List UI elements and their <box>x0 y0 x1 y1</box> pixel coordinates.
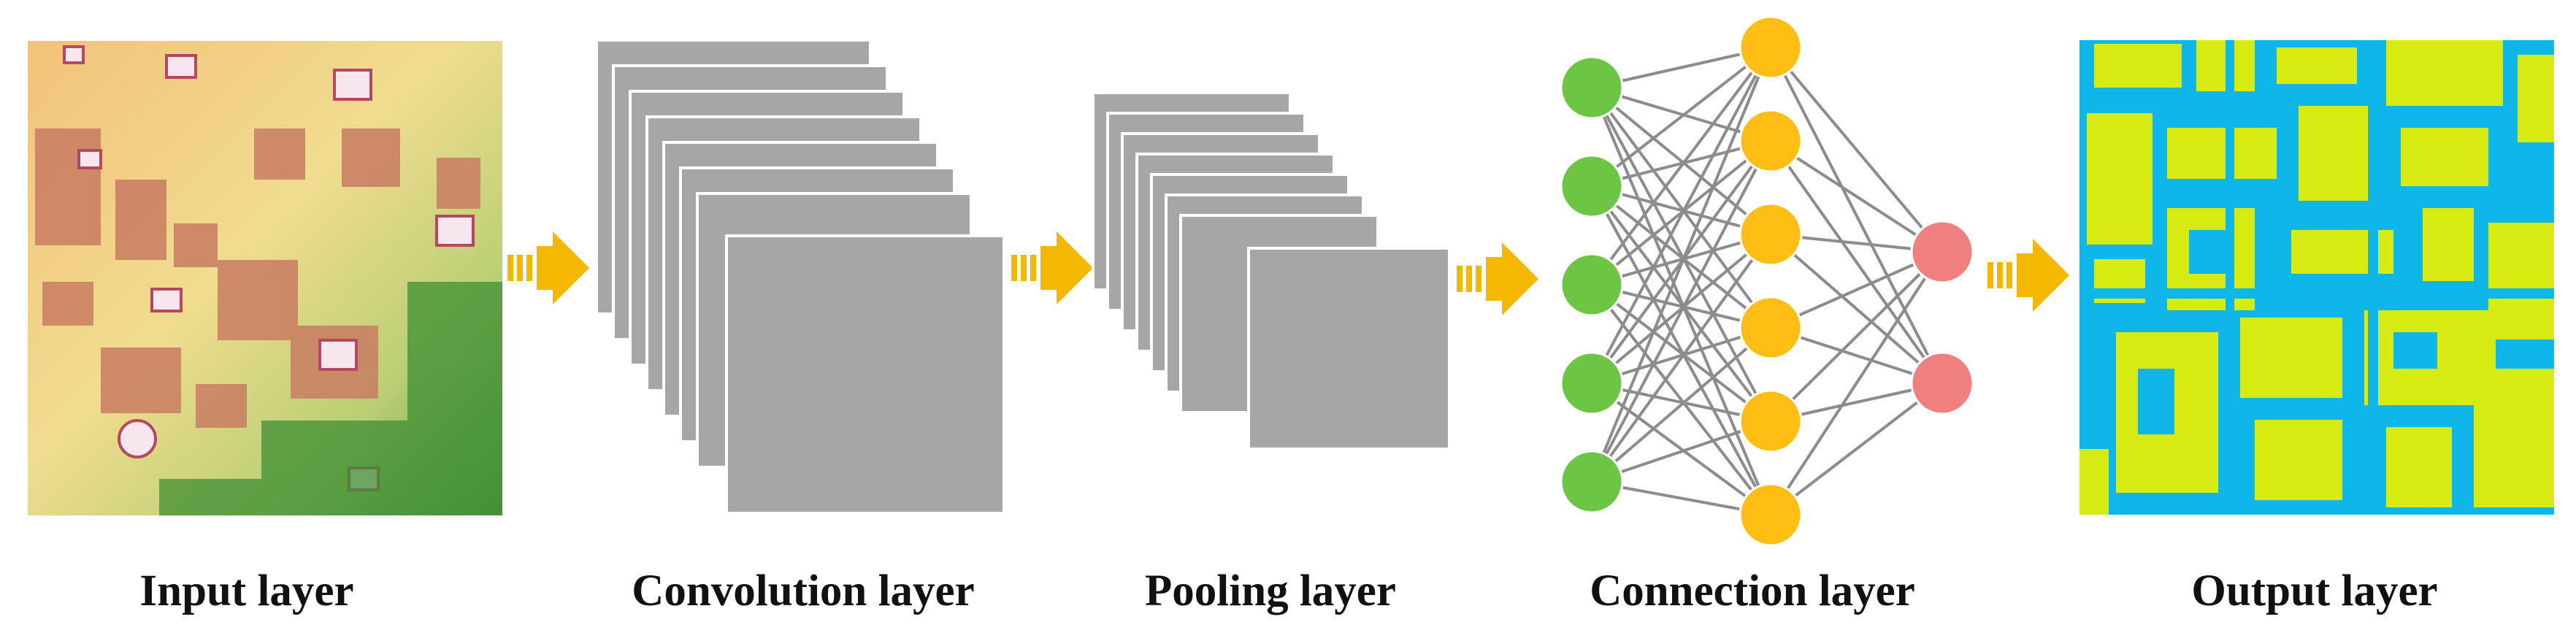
network-edge <box>1769 233 1944 385</box>
arrow-right-icon <box>1011 231 1093 304</box>
arrow-right-icon <box>1457 242 1538 315</box>
input-image <box>28 41 502 515</box>
network-edge <box>1769 139 1944 385</box>
network-edge <box>1590 47 1772 483</box>
hidden-node <box>1739 202 1803 266</box>
connection-layer-label: Connection layer <box>1590 567 1915 615</box>
network-edge <box>1590 46 1772 286</box>
fully-connected-network <box>1544 0 2012 555</box>
output-node <box>1910 220 1974 284</box>
network-edge <box>1590 233 1772 483</box>
network-edge <box>1590 140 1772 483</box>
arrow-right-icon <box>1987 239 2069 312</box>
input-node <box>1560 55 1624 120</box>
hidden-node <box>1739 109 1803 173</box>
network-edge <box>1590 86 1772 236</box>
output-segmentation-image <box>2079 40 2554 515</box>
arrow-right-icon <box>507 231 589 304</box>
network-edge <box>1769 139 1944 253</box>
output-node <box>1910 351 1974 415</box>
input-node <box>1560 351 1624 415</box>
network-edge <box>1590 46 1772 188</box>
network-edge <box>1769 250 1944 423</box>
network-edge <box>1590 87 1772 515</box>
convolution-layer-label: Convolution layer <box>632 567 975 615</box>
network-edge <box>1590 382 1772 516</box>
network-edge <box>1769 250 1944 516</box>
input-layer-label: Input layer <box>139 567 354 615</box>
output-layer-label: Output layer <box>2191 567 2438 615</box>
network-edge <box>1769 382 1944 516</box>
convolution-feature-maps <box>595 39 1008 517</box>
hidden-node <box>1739 296 1803 360</box>
input-node <box>1560 154 1624 218</box>
hidden-node <box>1739 15 1803 80</box>
network-edge <box>1590 283 1772 516</box>
network-edge <box>1590 47 1772 384</box>
network-edge <box>1590 185 1772 515</box>
network-edge <box>1590 185 1772 423</box>
network-edge <box>1769 47 1944 384</box>
hidden-node <box>1739 483 1803 547</box>
network-edge <box>1590 86 1772 329</box>
network-edge <box>1590 283 1772 423</box>
network-edge <box>1590 326 1772 483</box>
pooling-layer-label: Pooling layer <box>1145 567 1396 615</box>
pooling-feature-maps <box>1092 91 1457 456</box>
input-node <box>1560 450 1624 514</box>
network-edge <box>1590 87 1772 422</box>
network-edge <box>1769 46 1944 253</box>
network-edge <box>1590 185 1772 329</box>
hidden-node <box>1739 389 1803 453</box>
input-node <box>1560 253 1624 317</box>
